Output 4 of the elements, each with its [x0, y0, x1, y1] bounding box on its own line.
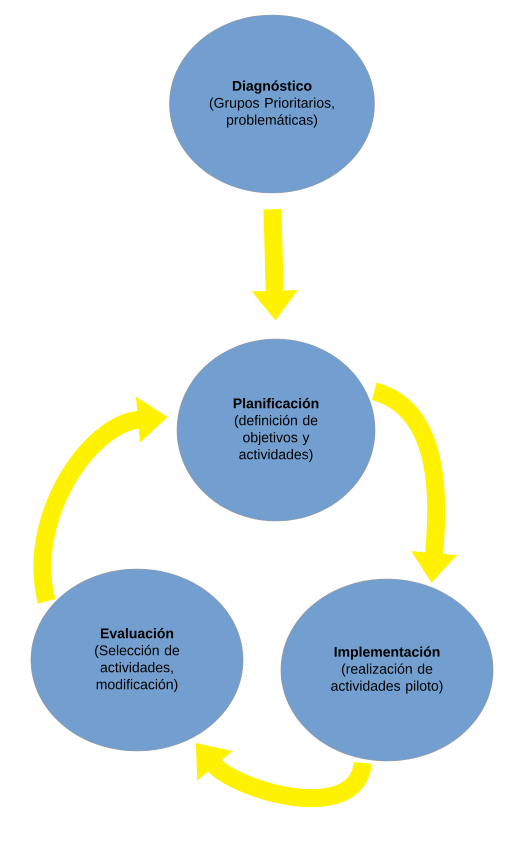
circle-node: Diagnóstico (Grupos Prioritarios, problemáticas) [169, 14, 375, 194]
circle-node: Evaluación (Selección de actividades, modificación) [30, 568, 244, 752]
circle-node: Implementación (realización de actividades piloto) [280, 578, 494, 762]
circle-node: Planificación (definición de objetivos y actividades) [176, 338, 376, 522]
